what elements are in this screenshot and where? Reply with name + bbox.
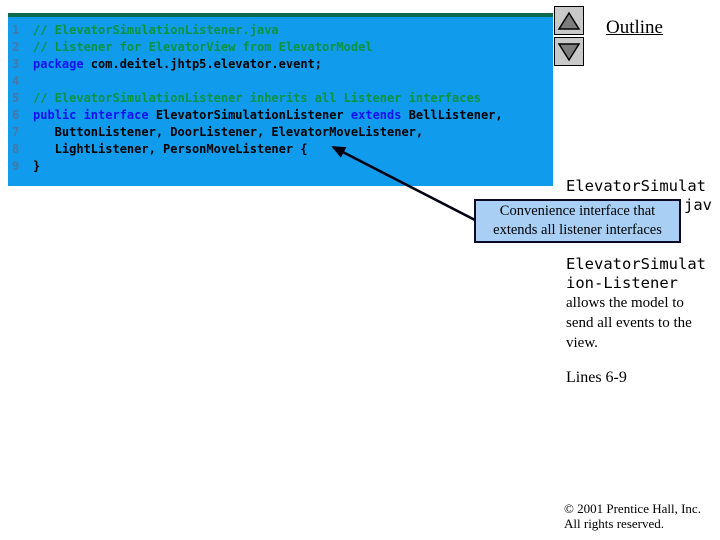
code-line: 7 ButtonListener, DoorListener, Elevator… xyxy=(8,124,553,141)
code-text: // ElevatorSimulationListener inherits a… xyxy=(33,91,481,105)
outline-title: Outline xyxy=(606,17,663,38)
outline-up-button[interactable] xyxy=(554,6,584,35)
code-line: 4 xyxy=(8,73,553,90)
code-line: 6 public interface ElevatorSimulationList… xyxy=(8,107,553,124)
file-heading-line1: ElevatorSimulat xyxy=(566,177,706,195)
code-line: 1 // ElevatorSimulationListener.java xyxy=(8,22,553,39)
callout-box: Convenience interface that extends all l… xyxy=(474,199,681,243)
line-number: 9 xyxy=(12,159,20,173)
code-lines: 1 // ElevatorSimulationListener.java 2 // L… xyxy=(8,22,553,175)
line-number: 8 xyxy=(12,142,20,156)
line-number: 4 xyxy=(12,74,20,88)
code-text: public interface ElevatorSimulationListe… xyxy=(33,108,503,122)
code-text xyxy=(33,73,553,90)
outline-down-button[interactable] xyxy=(554,37,584,66)
code-line: 5 // ElevatorSimulationListener inherits … xyxy=(8,90,553,107)
code-text: // ElevatorSimulationListener.java xyxy=(33,23,279,37)
code-line: 2 // Listener for ElevatorView from Eleva… xyxy=(8,39,553,56)
code-panel: 1 // ElevatorSimulationListener.java 2 // L… xyxy=(8,13,553,186)
topic-heading: ElevatorSimulat ion-Listener xyxy=(566,255,706,292)
code-text: } xyxy=(33,159,41,173)
code-text: ButtonListener, DoorListener, ElevatorMo… xyxy=(33,125,424,139)
down-arrow-icon xyxy=(557,41,581,63)
line-number: 7 xyxy=(12,125,20,139)
code-line: 3 package com.deitel.jhtp5.elevator.event… xyxy=(8,56,553,73)
lines-reference: Lines 6-9 xyxy=(566,369,627,386)
code-line: 8 LightListener, PersonMoveListener { xyxy=(8,141,553,158)
file-heading-line2: jav xyxy=(684,196,712,214)
code-text: package com.deitel.jhtp5.elevator.event; xyxy=(33,57,322,71)
code-line: 9} xyxy=(8,158,553,175)
up-arrow-icon xyxy=(557,10,581,32)
line-number: 1 xyxy=(12,23,20,37)
copyright-notice: © 2001 Prentice Hall, Inc. All rights re… xyxy=(564,501,701,531)
code-text: LightListener, PersonMoveListener { xyxy=(33,142,308,156)
line-number: 3 xyxy=(12,57,20,71)
topic-body-text: allows the model to send all events to t… xyxy=(566,295,692,351)
line-number: 6 xyxy=(12,108,20,122)
line-number: 5 xyxy=(12,91,20,105)
code-text: // Listener for ElevatorView from Elevat… xyxy=(33,40,373,54)
line-number: 2 xyxy=(12,40,20,54)
callout-text: Convenience interface that extends all l… xyxy=(493,203,662,238)
